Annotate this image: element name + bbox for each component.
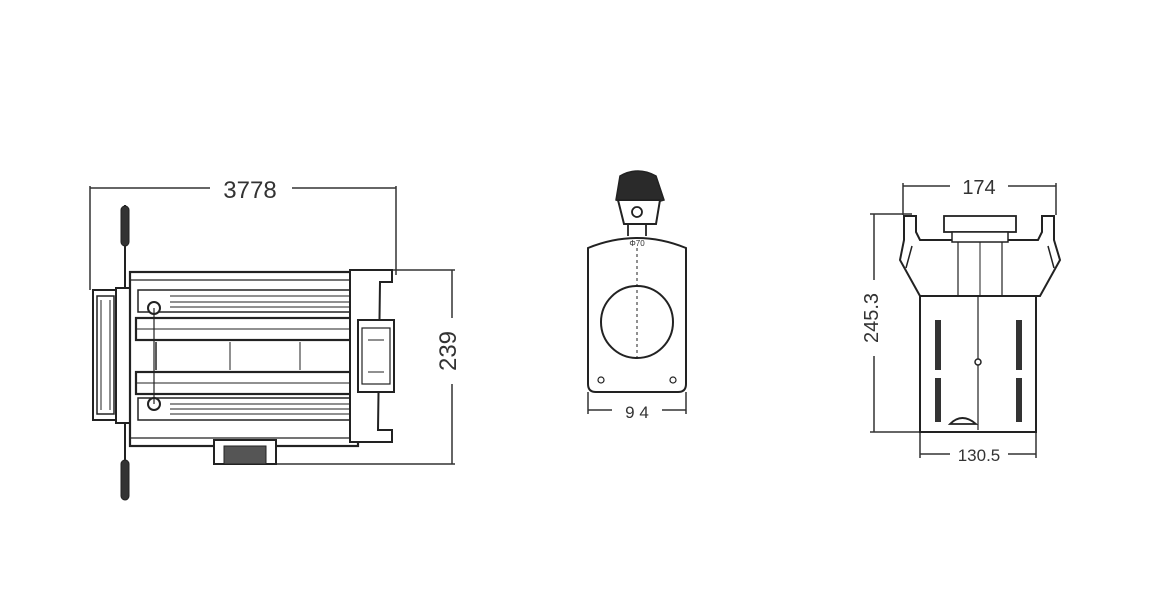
gobo-handle (615, 170, 665, 236)
side-view-front-housing (349, 269, 395, 443)
side-view-length-dimension (89, 186, 397, 290)
front-view-base-dimension (919, 432, 1037, 458)
side-view (89, 186, 455, 501)
gobo-aperture-label: Φ70 (629, 239, 645, 248)
front-view (870, 183, 1062, 458)
front-view-height-dimension (870, 213, 922, 433)
front-view-base-width-label: 130.5 (958, 446, 1001, 465)
front-view-flange (898, 215, 1062, 297)
front-view-top-width-label: 174 (962, 177, 995, 199)
side-view-rear-plate (92, 287, 131, 424)
gobo-width-label: 9 4 (625, 403, 649, 422)
side-view-bottom-mount (213, 439, 277, 465)
front-view-top-dimension (902, 183, 1057, 215)
front-view-height-label: 245.3 (861, 293, 883, 343)
gobo-width-dimension (587, 392, 687, 414)
gobo-view (587, 170, 687, 414)
side-view-length-label: 3778 (223, 177, 276, 204)
side-view-body (128, 270, 360, 448)
front-view-body (919, 295, 1037, 433)
side-view-height-label: 239 (435, 331, 462, 371)
